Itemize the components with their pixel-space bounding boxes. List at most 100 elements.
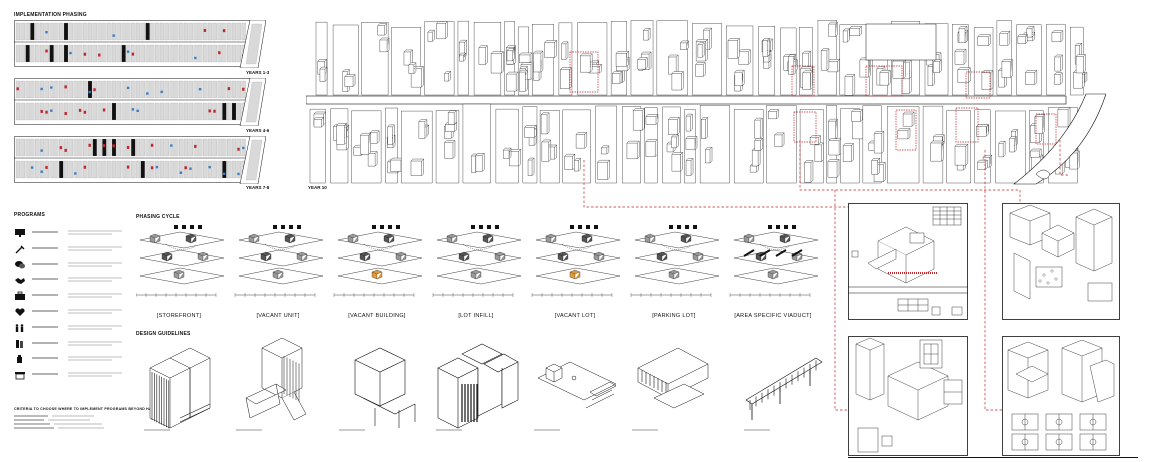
design-guideline-svg (632, 347, 709, 431)
program-row (14, 289, 124, 303)
program-text-lines (32, 309, 122, 314)
phasing-cycle-diagram (532, 224, 624, 296)
phasing-cycle-label: [VACANT LOT] (554, 313, 596, 319)
program-text-lines (32, 325, 122, 330)
phasing-map-svg-3 (14, 136, 266, 184)
phasing-cycle-diagram (334, 224, 426, 296)
phasing-blocks (15, 22, 246, 63)
program-row (14, 337, 124, 351)
design-guideline-drawing (530, 338, 622, 434)
program-row (14, 368, 124, 382)
monitor-icon (14, 228, 26, 238)
program-text-lines (32, 372, 122, 377)
phasing-cycle-diagram (631, 224, 723, 296)
phasing-cycle-svg (535, 225, 621, 285)
bottle-icon (14, 354, 26, 364)
program-row (14, 321, 124, 335)
phasing-cycle-svg (733, 225, 819, 285)
detail-panel-4-svg (1002, 336, 1120, 456)
connector-4 (984, 150, 1002, 411)
detail-panel-4 (1002, 336, 1120, 456)
phasing-map-svg-2 (14, 78, 266, 126)
phasing-cycle-label: [AREA SPECIFIC VIADUCT] (734, 313, 812, 319)
phasing-cycle-diagram (235, 224, 327, 296)
detail-panel-3-svg (848, 336, 968, 456)
people-icon (14, 323, 26, 333)
phasing-title: IMPLEMENTATION PHASING (14, 12, 87, 18)
program-row (14, 258, 124, 272)
phasing-blocks (15, 80, 246, 121)
program-row (14, 273, 124, 287)
design-guideline-svg (339, 347, 416, 431)
footer-rule (848, 457, 1138, 458)
phasing-cycle-diagram (136, 224, 228, 296)
phasing-blocks (15, 138, 246, 179)
design-guideline-svg (144, 347, 211, 431)
books-icon (14, 339, 26, 349)
phasing-cycle-svg (238, 225, 324, 285)
criteria-text-lines (14, 415, 104, 429)
program-row (14, 226, 124, 240)
connector-3 (834, 190, 848, 411)
design-guideline-svg (436, 343, 519, 431)
program-row (14, 352, 124, 366)
detail-panel-1-svg (848, 203, 968, 320)
program-text-lines (32, 246, 122, 251)
phasing-cycle-svg (436, 225, 522, 285)
program-text-lines (32, 230, 122, 235)
program-text-lines (32, 341, 122, 345)
design-guideline-svg (744, 357, 823, 431)
program-row (14, 305, 124, 319)
connector-1 (583, 160, 850, 208)
heart-icon (14, 307, 26, 317)
phasing-year-3: YEARS 7-8 (246, 185, 270, 190)
phasing-year-2: YEARS 4-6 (246, 128, 270, 133)
program-text-lines (32, 293, 122, 298)
phasing-map-2 (14, 78, 266, 126)
design-guideline-svg (236, 338, 307, 431)
phasing-cycle-label: [PARKING LOT] (652, 313, 696, 319)
main-map-year-label: YEAR 10 (308, 185, 327, 190)
program-row (14, 242, 124, 256)
criteria-title: CRITERIA TO CHOOSE WHERE TO IMPLEMENT PR… (14, 407, 164, 411)
briefcase-icon (14, 291, 26, 301)
programs-title: PROGRAMS (14, 212, 46, 218)
design-guideline-drawing (140, 338, 232, 434)
map-highlights (569, 51, 1057, 151)
phasing-year-1: YEARS 1-3 (246, 70, 270, 75)
design-guideline-drawing (335, 338, 427, 434)
program-text-lines (32, 262, 122, 266)
design-guideline-drawing (432, 338, 524, 434)
detail-panel-2-svg (1002, 203, 1120, 320)
phasing-cycle-label: [VACANT BUILDING] (348, 313, 406, 319)
program-text-lines (32, 356, 122, 361)
design-guidelines-title: DESIGN GUIDELINES (136, 331, 191, 337)
program-text-lines (32, 277, 122, 282)
design-guideline-drawing (628, 338, 720, 434)
storefront-icon (14, 370, 26, 380)
phasing-cycle-svg (634, 225, 720, 285)
design-guideline-drawing (232, 338, 324, 434)
connector-5 (1059, 140, 1070, 176)
phasing-cycle-label: [LOT INFILL] (458, 313, 494, 319)
detail-panel-1 (848, 203, 968, 320)
phasing-map-3 (14, 136, 266, 184)
detail-panel-3 (848, 336, 968, 456)
tools-icon (14, 244, 26, 254)
design-guideline-svg (534, 361, 617, 431)
phasing-cycle-label: [STOREFRONT] (156, 313, 202, 319)
phasing-map-svg-1 (14, 20, 266, 68)
handshake-icon (14, 275, 26, 285)
design-guideline-drawing (740, 338, 832, 434)
phasing-cycle-title: PHASING CYCLE (136, 214, 180, 220)
phasing-cycle-diagram (730, 224, 822, 296)
phasing-timeline (136, 292, 826, 298)
phasing-cycle-svg (139, 225, 225, 285)
connector-2 (799, 140, 1021, 205)
main-axon-map-svg (306, 20, 1106, 185)
chat-icon (14, 260, 26, 270)
detail-panel-2 (1002, 203, 1120, 320)
phasing-cycle-diagram (433, 224, 525, 296)
main-axon-map (306, 14, 1106, 192)
